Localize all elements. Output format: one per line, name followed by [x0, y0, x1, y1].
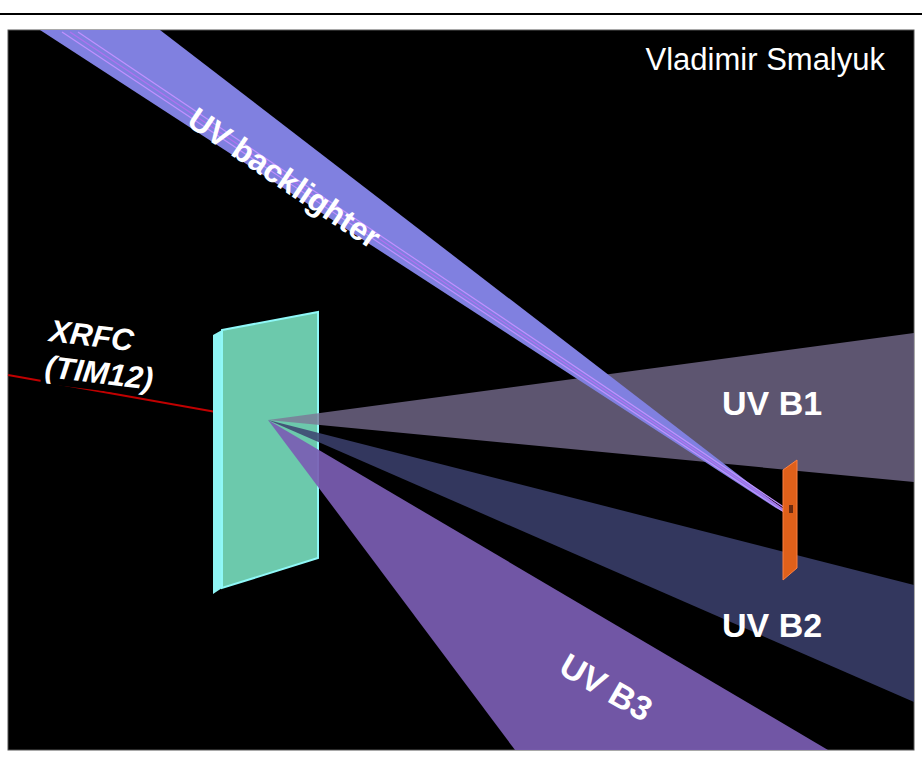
beam-ray: [78, 32, 788, 510]
beam-ray: [70, 32, 786, 511]
backlighter-foil: [783, 460, 797, 580]
beam-b3: [268, 420, 828, 750]
beam-label: UV B2: [722, 606, 822, 645]
beam-ray: [62, 32, 784, 512]
author-credit: Vladimir Smalyuk: [646, 42, 885, 78]
beam-label: UV B1: [722, 384, 822, 423]
target-edge: [213, 330, 222, 594]
backlighter-beam: [40, 30, 792, 516]
top-rule: [0, 13, 922, 15]
black-panel: [8, 30, 914, 750]
foil-hole: [789, 505, 793, 513]
